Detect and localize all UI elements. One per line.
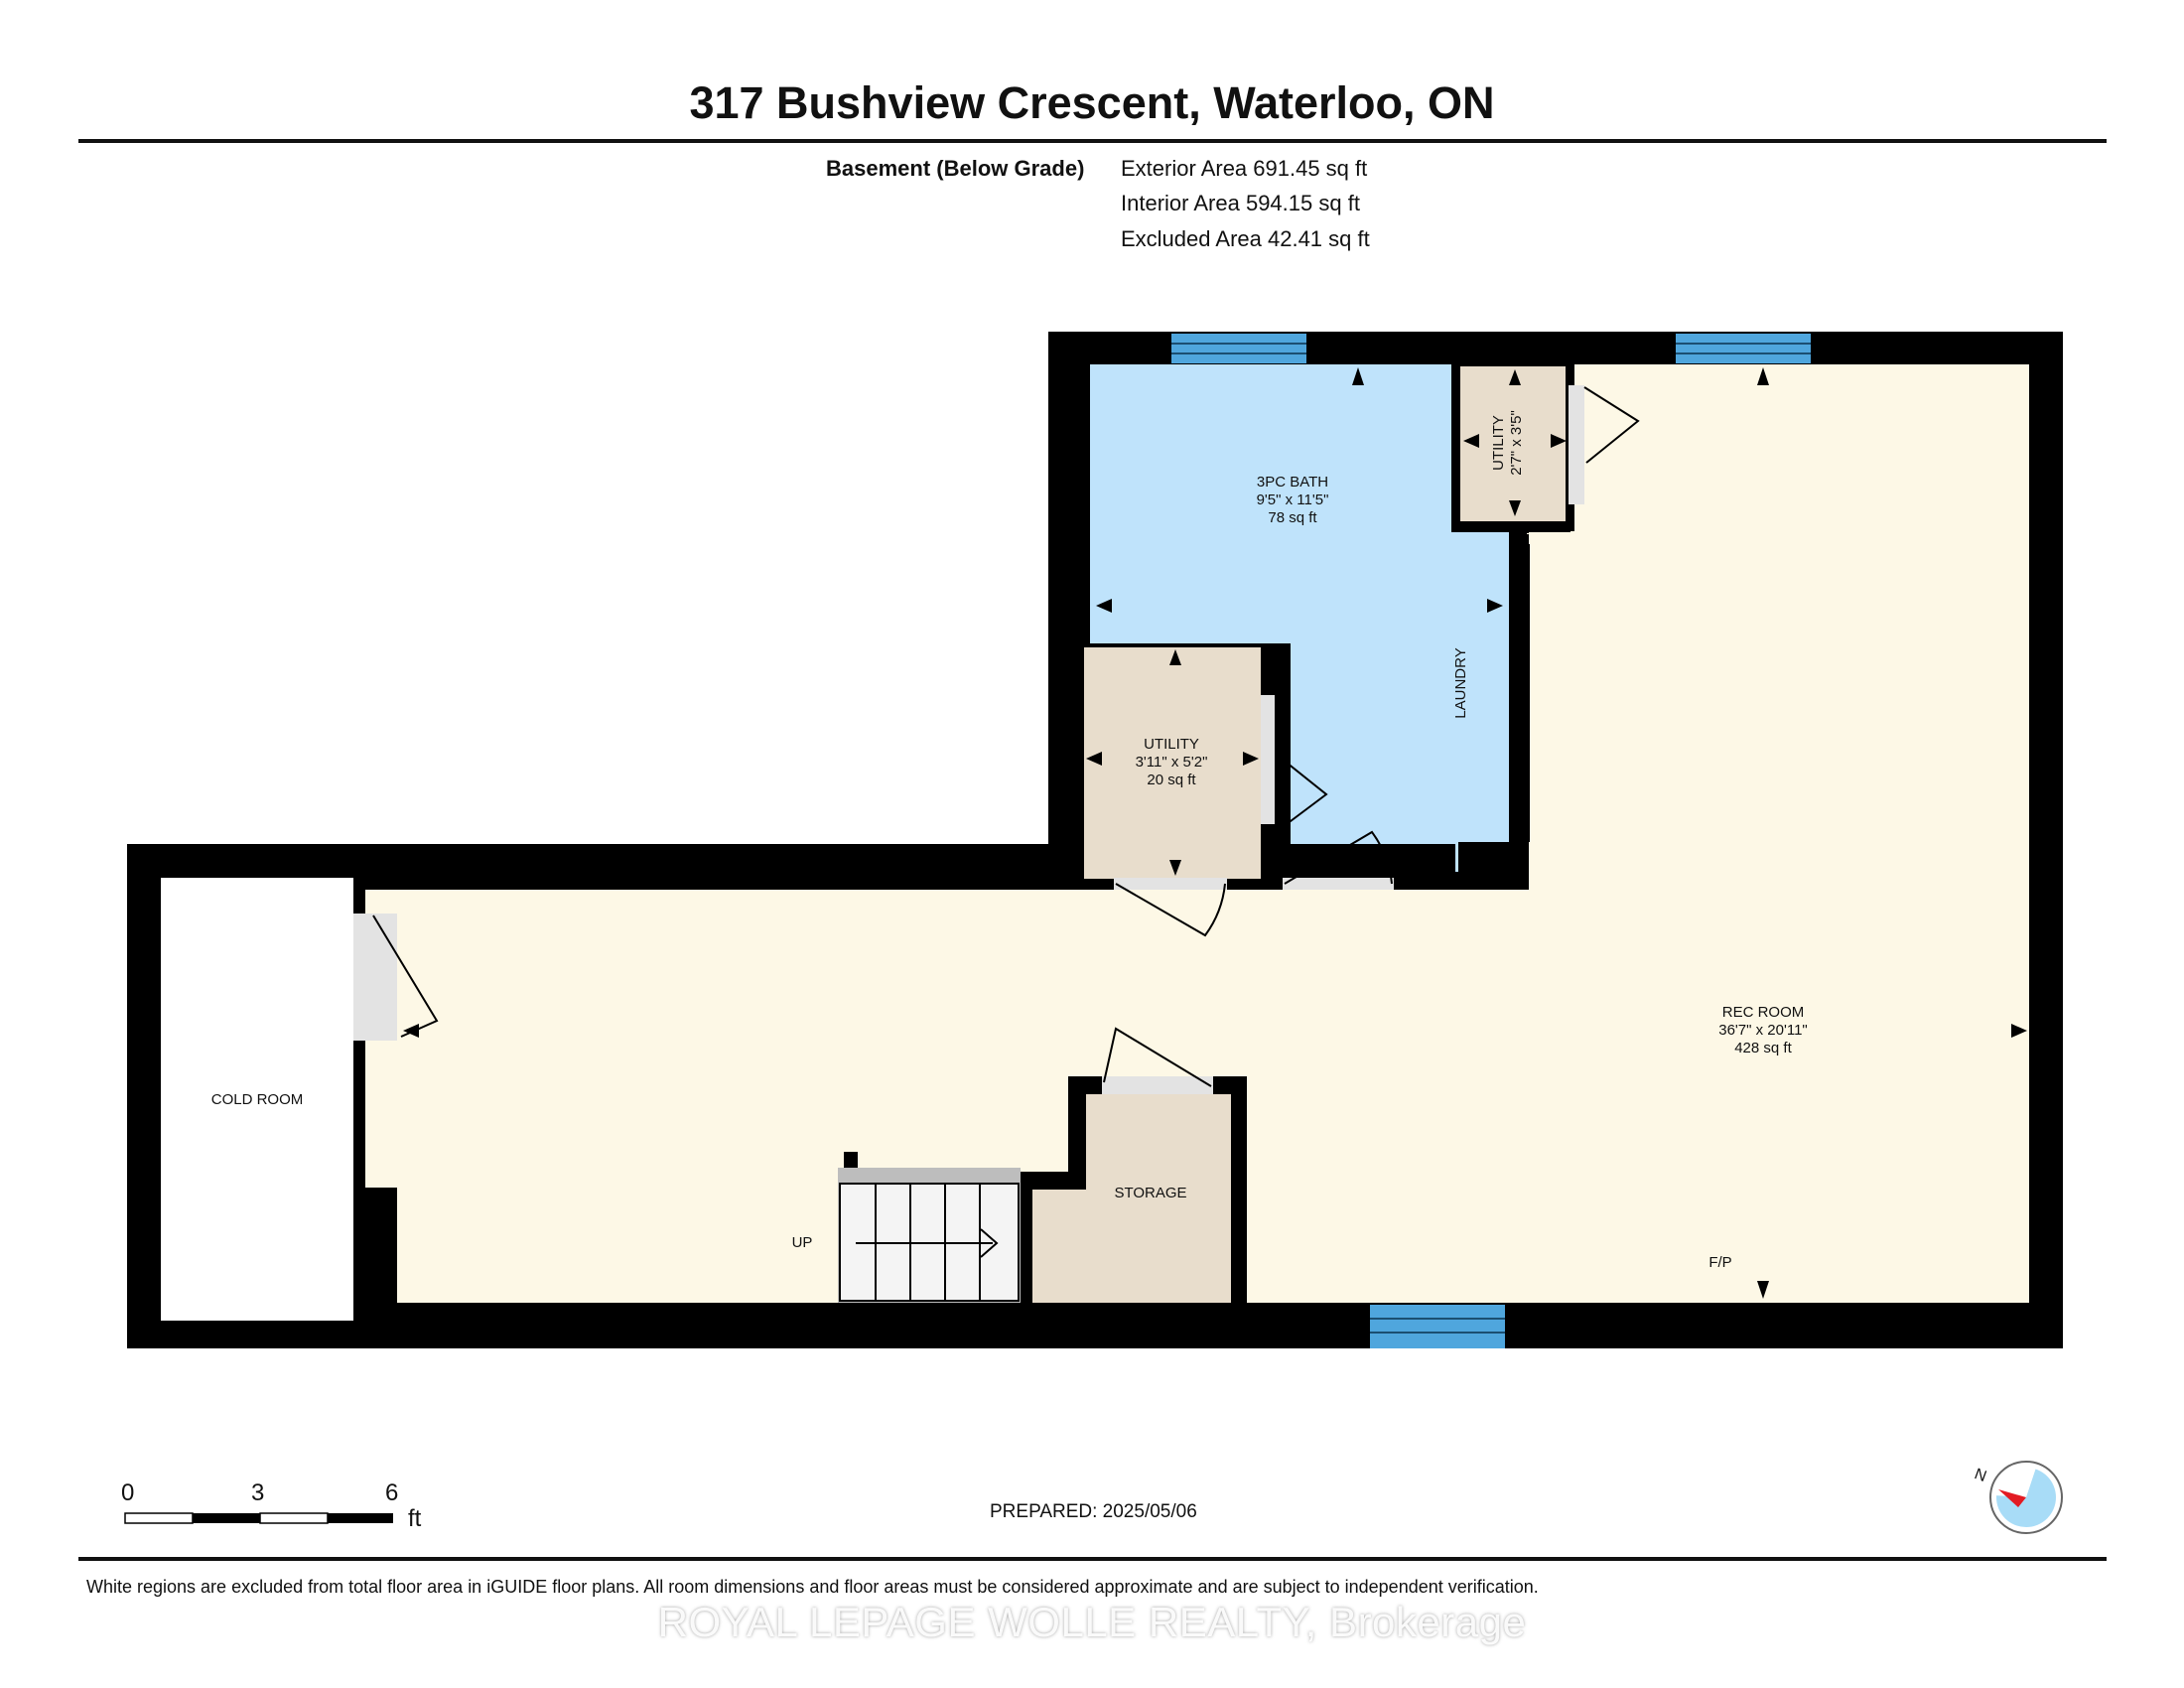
arrow-icon (1086, 752, 1102, 766)
laundry-corner-wall (1458, 842, 1529, 890)
compass-icon: N (1973, 1461, 2063, 1534)
arrow-icon (1487, 599, 1503, 613)
rec-room-area: 428 sq ft (1734, 1040, 1792, 1056)
utility-small-name: UTILITY (1490, 415, 1507, 471)
utility-fill (1084, 647, 1261, 879)
storage-door-swing (1103, 1027, 1212, 1087)
laundry-name: LAUNDRY (1452, 647, 1469, 718)
utility-name: UTILITY (1144, 736, 1199, 753)
excluded-area: Excluded Area 42.41 sq ft (1121, 226, 1370, 251)
arrow-icon (1757, 1281, 1769, 1299)
laundry-fill (1266, 655, 1509, 844)
arrow-icon (1096, 599, 1112, 613)
bath-door-opening (1283, 878, 1394, 890)
exterior-area: Exterior Area 691.45 sq ft (1121, 156, 1368, 181)
rec-room-dims: 36'7" x 20'11" (1718, 1022, 1808, 1039)
cold-room-name: COLD ROOM (211, 1091, 304, 1108)
utility-door-opening (1261, 695, 1275, 824)
scale-unit: ft (408, 1505, 422, 1532)
window-rec-north (1676, 334, 1811, 363)
storage-name: STORAGE (1114, 1185, 1186, 1201)
windows (1171, 334, 1811, 1348)
utility-small-dims: 2'7" x 3'5" (1508, 410, 1525, 476)
page-title: 317 Bushview Crescent, Waterloo, ON (689, 77, 1495, 128)
utility-door-swing (1276, 754, 1328, 831)
scale-bar (124, 1512, 393, 1524)
arrow-icon (1551, 434, 1567, 448)
level-label: Basement (Below Grade) (826, 156, 1085, 181)
arrow-icon (1169, 649, 1181, 665)
bath-area: 78 sq ft (1268, 509, 1317, 526)
fireplace-label: F/P (1708, 1254, 1731, 1271)
rec-room-name: REC ROOM (1722, 1004, 1805, 1021)
prepared-date: PREPARED: 2025/05/06 (990, 1501, 1197, 1522)
window-rec-south (1370, 1305, 1505, 1348)
storage-fill-lower (1032, 1190, 1231, 1303)
dimension-arrows (403, 367, 2027, 1299)
arrow-icon (1463, 434, 1479, 448)
scale-tick-6: 6 (385, 1479, 399, 1506)
stairs (838, 1152, 1021, 1303)
laundry-east-wall (1509, 534, 1529, 890)
scale-tick-3: 3 (251, 1479, 265, 1506)
compass-needle-icon (1998, 1489, 2026, 1507)
utility-east-wall (1275, 643, 1291, 882)
window-bath (1171, 334, 1306, 363)
utility-area: 20 sq ft (1147, 772, 1196, 788)
arrow-icon (403, 1024, 419, 1038)
arrow-icon (1352, 367, 1364, 385)
brokerage-watermark: ROYAL LEPAGE WOLLE REALTY, Brokerage (657, 1599, 1527, 1645)
disclaimer: White regions are excluded from total fl… (86, 1577, 1539, 1597)
arrow-icon (2011, 1024, 2027, 1038)
bath-door-swing (1284, 830, 1393, 885)
storage-fill-upper (1086, 1094, 1231, 1194)
utility-dims: 3'11" x 5'2" (1136, 754, 1208, 771)
title-divider (78, 139, 2107, 143)
interior-area: Interior Area 594.15 sq ft (1121, 191, 1360, 215)
cold-room-fill (161, 878, 353, 1321)
storage-door-opening (1102, 1076, 1213, 1094)
arrow-icon (1243, 752, 1259, 766)
scale-tick-0: 0 (121, 1479, 135, 1506)
cold-room-door-opening (353, 914, 397, 1041)
bath-name: 3PC BATH (1257, 474, 1328, 491)
doors (372, 386, 1640, 1087)
utility-lower-door-opening (1114, 878, 1227, 890)
utility-small-door-swing (1583, 386, 1640, 464)
stairs-label: UP (792, 1234, 813, 1251)
utility-small-door-opening (1569, 385, 1584, 504)
compass-north-label: N (1973, 1466, 1989, 1485)
arrow-icon (1509, 500, 1521, 516)
bath-dims: 9'5" x 11'5" (1257, 492, 1329, 508)
utility-lower-door-swing (1115, 883, 1226, 937)
arrow-icon (1509, 369, 1521, 385)
stairs-up-arrow-icon (980, 1228, 999, 1258)
arrow-icon (1169, 860, 1181, 876)
arrow-icon (1757, 367, 1769, 385)
